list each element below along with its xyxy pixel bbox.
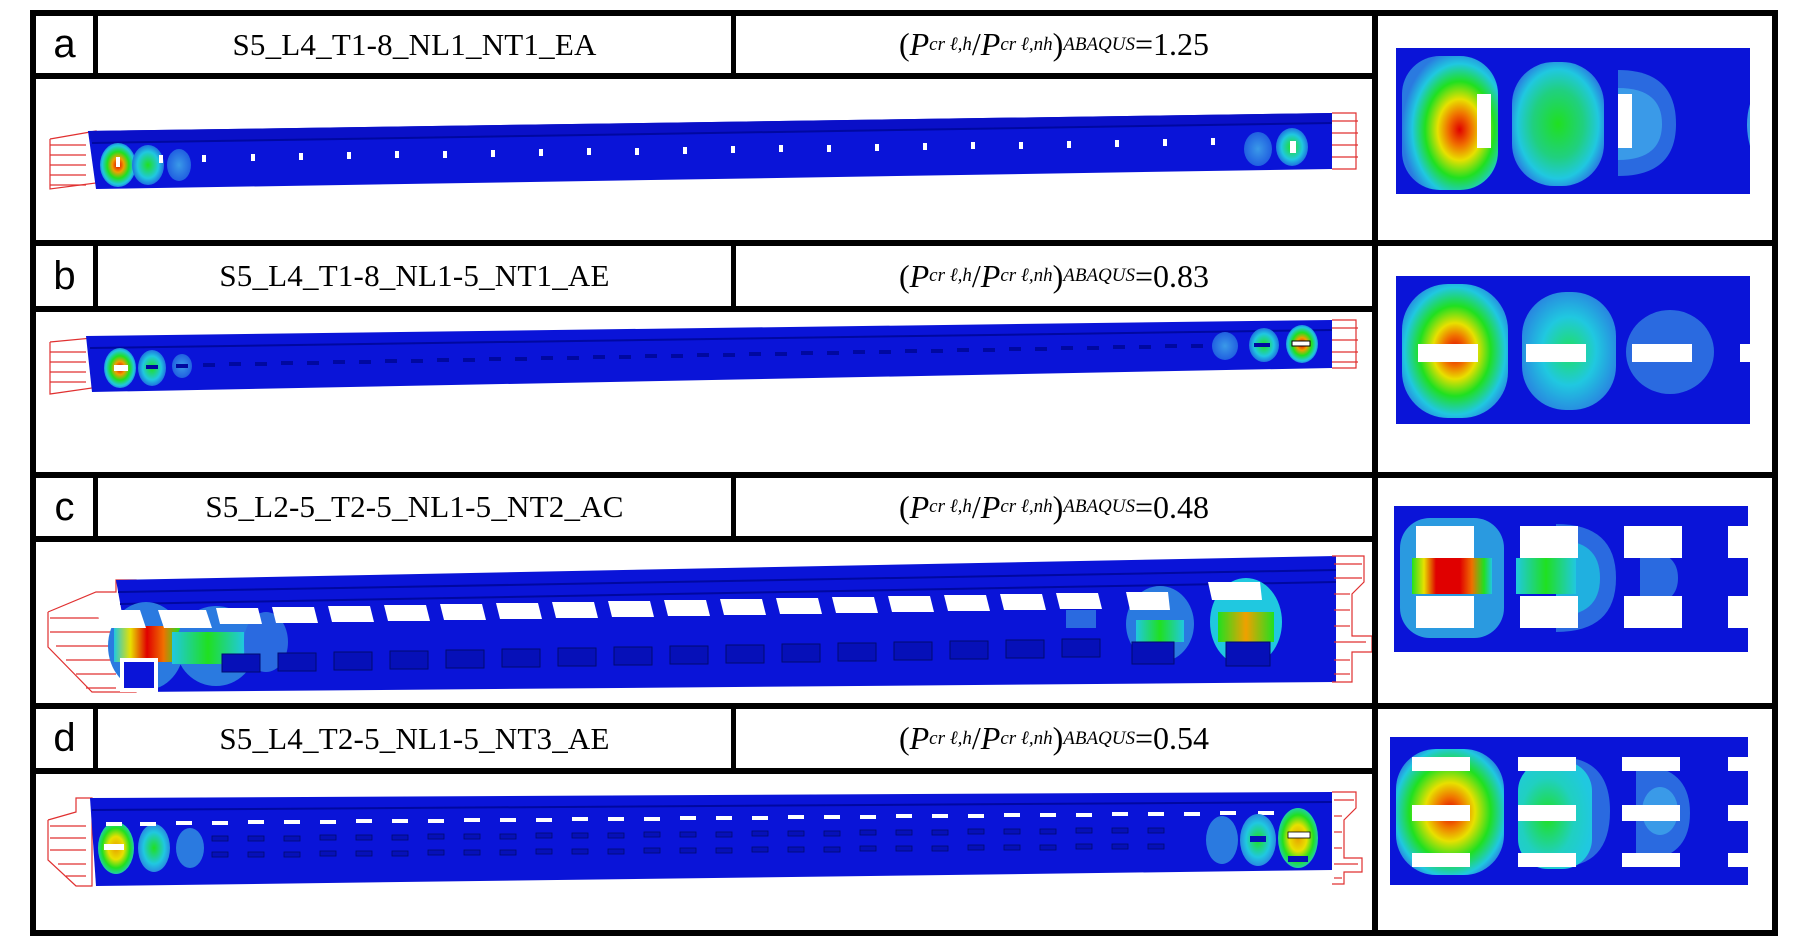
detail-column-divider [1372, 10, 1378, 936]
ratio-value-a: 1.25 [1153, 26, 1210, 62]
letter-divider-c [93, 475, 98, 539]
ratio-value-d: 0.54 [1153, 720, 1210, 756]
beam-model-b [36, 312, 1372, 472]
header-divider-b [30, 306, 1376, 312]
detail-contour-c [1378, 478, 1772, 703]
panel-label-a: a [53, 22, 76, 66]
ratio-divider-b [731, 243, 736, 309]
detail-contour-a [1378, 16, 1772, 240]
ratio-value-b: 0.83 [1153, 257, 1210, 294]
specimen-name-c: S5_L2-5_T2-5_NL1-5_NT2_AC [205, 489, 624, 524]
letter-divider-b [93, 243, 98, 309]
ratio-divider-d [731, 706, 736, 771]
beam-model-a [36, 79, 1372, 240]
ratio-divider-a [731, 10, 736, 76]
beam-model-d [36, 774, 1372, 930]
specimen-name-a: S5_L4_T1-8_NL1_NT1_EA [232, 26, 597, 62]
panel-label-d: d [53, 716, 76, 760]
detail-contour-b [1378, 246, 1772, 472]
web-holes-a [116, 138, 1215, 167]
load-arrows-left [49, 130, 97, 190]
panel-divider-bc [30, 472, 1778, 478]
ratio-value-c: 0.48 [1153, 488, 1210, 525]
letter-divider-a [93, 10, 98, 76]
detail-contour-d [1378, 709, 1772, 930]
header-divider-a [30, 73, 1376, 79]
header-divider-d [30, 768, 1376, 774]
load-arrows-right [1332, 112, 1358, 170]
panel-label-b: b [53, 253, 76, 298]
beam-model-c [36, 542, 1372, 703]
panel-divider-cd [30, 703, 1778, 709]
letter-divider-d [93, 706, 98, 771]
header-divider-c [30, 536, 1376, 542]
panel-label-c: c [54, 484, 75, 529]
ratio-divider-c [731, 475, 736, 539]
specimen-name-d: S5_L4_T2-5_NL1-5_NT3_AE [219, 720, 610, 756]
specimen-name-b: S5_L4_T1-8_NL1-5_NT1_AE [219, 258, 610, 293]
panel-divider-ab [30, 240, 1778, 246]
